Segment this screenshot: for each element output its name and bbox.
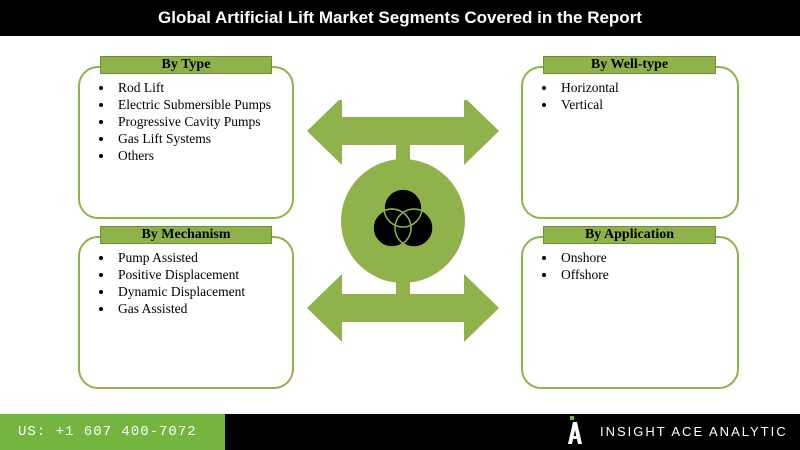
list-item: Vertical xyxy=(557,96,737,113)
page-title: Global Artificial Lift Market Segments C… xyxy=(0,0,800,36)
brand-name: INSIGHT ACE ANALYTIC xyxy=(600,424,788,439)
list-item: Offshore xyxy=(557,266,737,283)
segment-header-mechanism: By Mechanism xyxy=(100,226,272,244)
segment-header-application: By Application xyxy=(543,226,716,244)
insight-ace-logo-icon xyxy=(568,416,582,444)
double-arrow-icon xyxy=(307,274,499,342)
list-item: Gas Lift Systems xyxy=(114,130,292,147)
segment-box-well-type: Horizontal Vertical xyxy=(521,66,739,219)
segment-box-mechanism: Pump Assisted Positive Displacement Dyna… xyxy=(78,236,294,389)
list-item: Gas Assisted xyxy=(114,300,292,317)
list-item: Pump Assisted xyxy=(114,249,292,266)
footer-bar xyxy=(225,414,800,450)
list-item: Progressive Cavity Pumps xyxy=(114,113,292,130)
footer-phone: US: +1 607 400-7072 xyxy=(0,414,225,450)
list-item: Onshore xyxy=(557,249,737,266)
venn-circles-icon xyxy=(372,188,434,248)
list-item: Horizontal xyxy=(557,79,737,96)
segment-box-application: Onshore Offshore xyxy=(521,236,739,389)
list-item: Electric Submersible Pumps xyxy=(114,96,292,113)
segment-box-type: Rod Lift Electric Submersible Pumps Prog… xyxy=(78,66,294,219)
list-item: Positive Displacement xyxy=(114,266,292,283)
double-arrow-icon xyxy=(307,100,499,165)
list-item: Rod Lift xyxy=(114,79,292,96)
center-graphic xyxy=(307,100,499,342)
segment-header-well-type: By Well-type xyxy=(543,56,716,74)
list-item: Dynamic Displacement xyxy=(114,283,292,300)
list-item: Others xyxy=(114,147,292,164)
segment-header-type: By Type xyxy=(100,56,272,74)
